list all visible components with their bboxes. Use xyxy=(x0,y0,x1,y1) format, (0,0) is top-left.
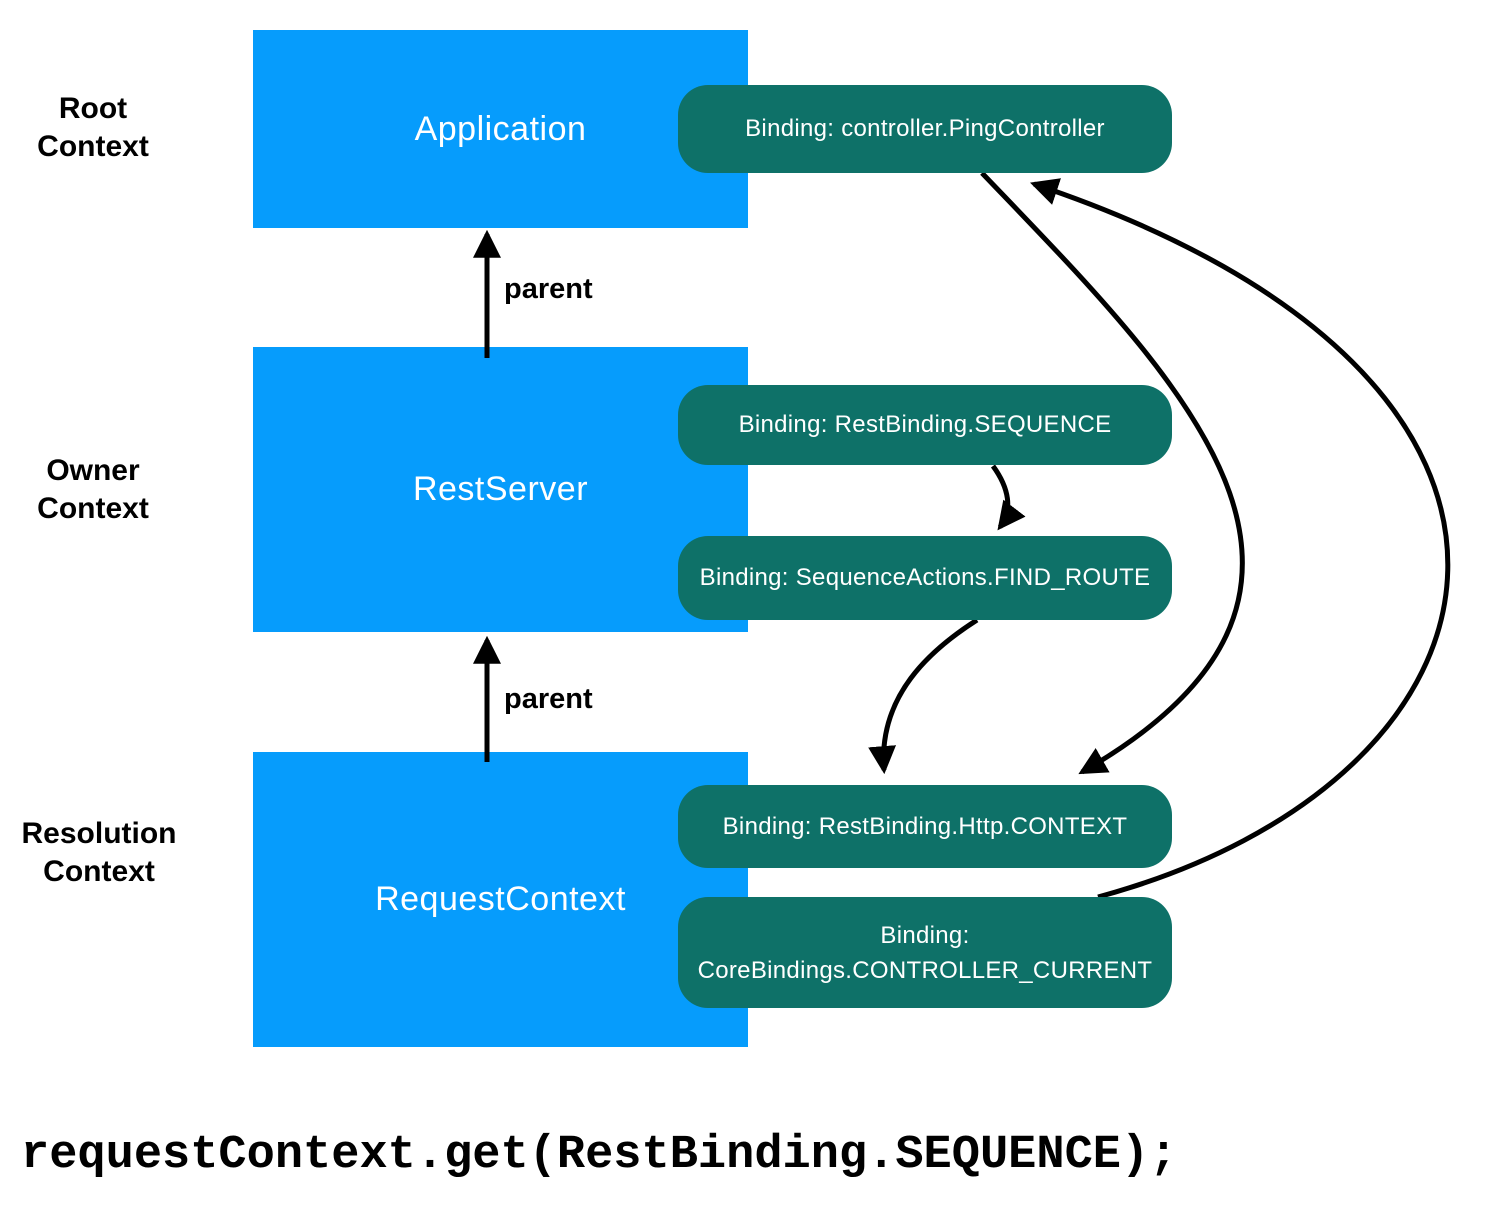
parent-edge-label-bottom: parent xyxy=(504,683,593,715)
context-box-restserver: RestServer xyxy=(253,347,748,632)
binding-pill-http-context-label: Binding: RestBinding.Http.CONTEXT xyxy=(722,812,1128,840)
binding-pill-controller-current: Binding: CoreBindings.CONTROLLER_CURRENT xyxy=(678,897,1172,1008)
binding-pill-controller-current-line1: Binding: xyxy=(880,921,970,949)
root-context-label-line2: Context xyxy=(37,130,149,163)
owner-context-label-line1: Owner xyxy=(46,454,140,487)
binding-pill-http-context: Binding: RestBinding.Http.CONTEXT xyxy=(678,785,1172,868)
owner-context-label: Owner Context xyxy=(8,452,178,528)
root-context-label-line1: Root xyxy=(58,92,128,125)
arrow-findroute-to-httpcontext xyxy=(868,617,979,775)
arrow-sequence-to-findroute xyxy=(990,464,1026,531)
binding-pill-find-route-label: Binding: SequenceActions.FIND_ROUTE xyxy=(699,564,1151,591)
context-box-restserver-title: RestServer xyxy=(412,470,589,508)
binding-pill-rest-sequence: Binding: RestBinding.SEQUENCE xyxy=(678,385,1172,465)
binding-pill-ping-controller-label: Binding: controller.PingController xyxy=(745,115,1105,142)
context-box-requestcontext-title: RequestContext xyxy=(375,880,626,918)
binding-pill-controller-current-line2: CoreBindings.CONTROLLER_CURRENT xyxy=(697,956,1153,984)
binding-pill-rest-sequence-label: Binding: RestBinding.SEQUENCE xyxy=(738,411,1112,438)
context-box-requestcontext: RequestContext xyxy=(253,752,748,1047)
resolution-context-label-line2: Context xyxy=(43,855,155,888)
root-context-label: Root Context xyxy=(8,90,178,166)
resolution-context-label: Resolution Context xyxy=(0,815,198,891)
context-box-application-title: Application xyxy=(414,109,587,148)
owner-context-label-line2: Context xyxy=(37,492,149,525)
parent-edge-label-top: parent xyxy=(504,273,593,305)
context-box-application: Application xyxy=(253,30,748,228)
resolution-context-label-line1: Resolution xyxy=(21,817,177,850)
binding-pill-ping-controller: Binding: controller.PingController xyxy=(678,85,1172,173)
code-snippet: requestContext.get(RestBinding.SEQUENCE)… xyxy=(21,1129,1178,1182)
binding-pill-find-route: Binding: SequenceActions.FIND_ROUTE xyxy=(678,536,1172,620)
arrow-pingcontroller-to-httpcontext xyxy=(980,171,1245,775)
